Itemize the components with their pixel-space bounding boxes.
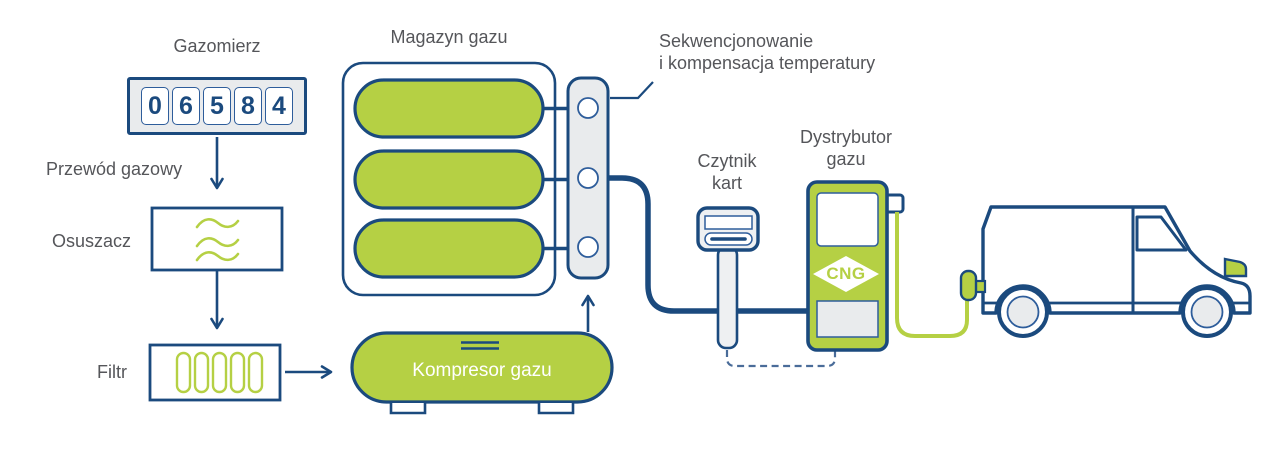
sequencing-leader-line — [610, 81, 654, 100]
van-window — [1135, 215, 1188, 252]
manifold-port-2 — [577, 167, 599, 189]
dispenser-screen — [816, 192, 879, 247]
gas-meter-label: Gazomierz — [173, 36, 261, 56]
card-reader-display — [704, 215, 753, 230]
van-headlight — [1223, 257, 1248, 278]
compressor-label: Kompresor gazu — [412, 360, 552, 381]
fuel-nozzle — [959, 269, 987, 302]
meter-digit: 8 — [234, 87, 262, 125]
dryer-label: Osuszacz — [52, 231, 132, 251]
gas-meter: 0 6 5 8 4 — [127, 77, 307, 135]
dryer-box — [150, 206, 284, 272]
meter-digit: 5 — [203, 87, 231, 125]
card-reader-label-line1: Czytnik — [697, 151, 757, 171]
dispenser-label-line2: gazu — [826, 149, 866, 169]
sequencing-label: Sekwencjonowanie i kompensacja temperatu… — [659, 30, 875, 74]
gas-dispenser — [806, 180, 905, 352]
delivery-van — [981, 205, 1252, 338]
manifold-port-1 — [577, 97, 599, 119]
storage-manifold-connectors — [543, 106, 568, 251]
sequencing-label-line2: i kompensacja temperatury — [659, 53, 876, 73]
meter-digit: 4 — [265, 87, 293, 125]
sequencing-manifold — [566, 76, 610, 280]
gas-storage — [341, 61, 568, 297]
cng-diamond-badge — [813, 256, 879, 292]
storage-tank-1 — [353, 78, 545, 139]
fuel-hose — [895, 212, 969, 338]
gas-pipe — [608, 175, 812, 314]
filter-elements-icon — [175, 351, 264, 394]
dryer-waves-icon — [195, 218, 240, 262]
dispenser-label-line1: Dystrybutor — [799, 127, 893, 147]
card-reader-post — [716, 245, 739, 350]
dispenser-panel — [816, 300, 879, 338]
filter-label: Filtr — [97, 362, 127, 382]
card-reader-dispenser-dashed-link — [725, 350, 837, 368]
compressor-tank — [350, 331, 614, 415]
storage-tank-3 — [353, 218, 545, 279]
manifold-port-3 — [577, 236, 599, 258]
compressor-foot-right — [537, 403, 575, 415]
compressor-foot-left — [389, 403, 427, 415]
cng-badge-label: CNG — [826, 264, 866, 283]
gas-line-label: Przewód gazowy — [46, 159, 183, 179]
card-reader — [696, 206, 760, 350]
gas-storage-label: Magazyn gazu — [390, 27, 508, 47]
storage-tank-2 — [353, 149, 545, 210]
sequencing-label-line1: Sekwencjonowanie — [659, 31, 814, 51]
compressor-vent-icon — [461, 341, 499, 350]
dispenser-label: Dystrybutor gazu — [788, 126, 904, 170]
card-reader-label: Czytnik kart — [677, 150, 777, 194]
card-reader-label-line2: kart — [711, 173, 742, 193]
nozzle-grip — [959, 269, 978, 302]
meter-digit: 0 — [141, 87, 169, 125]
meter-digit: 6 — [172, 87, 200, 125]
van-rear-wheel — [997, 286, 1049, 338]
van-front-wheel — [1181, 286, 1233, 338]
